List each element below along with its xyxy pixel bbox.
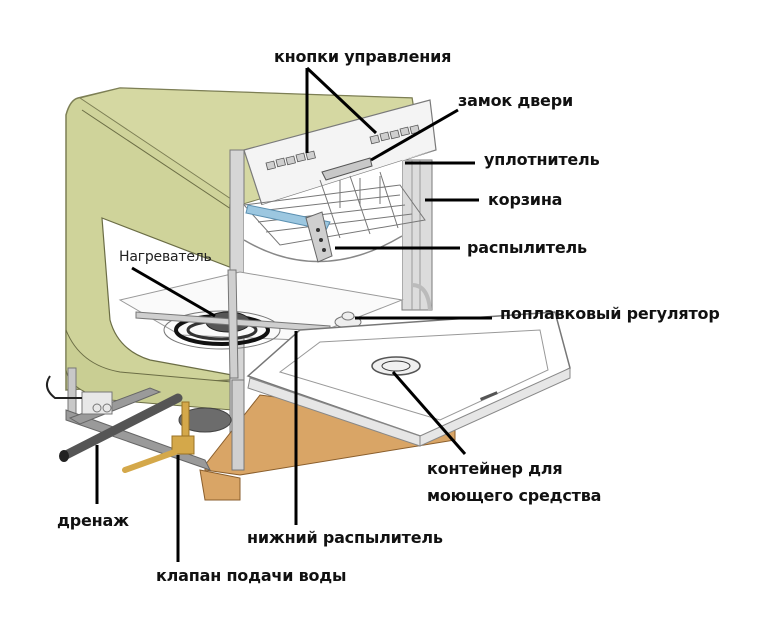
door-lock: [321, 157, 373, 181]
leg-left: [67, 367, 77, 417]
leg-center: [231, 379, 245, 471]
label-basket: корзина: [488, 190, 563, 209]
tub-interior: [244, 150, 436, 300]
buttons-left: [265, 150, 316, 171]
label-float-regulator: поплавковый регулятор: [500, 304, 720, 323]
junction-box: [81, 391, 113, 415]
label-water-valve: клапан подачи воды: [156, 566, 347, 585]
label-door-lock: замок двери: [458, 91, 573, 110]
label-lower-sprayer: нижний распылитель: [247, 528, 443, 547]
door-inner-panel: [278, 329, 549, 421]
lower-sprayer-arm-2: [227, 269, 239, 379]
label-detergent-container-line2: моющего средства: [427, 486, 602, 505]
drain-pipe: [59, 393, 183, 461]
buttons-right: [369, 124, 420, 145]
basket-arc: [243, 235, 403, 263]
label-detergent-container-line1: контейнер для: [427, 459, 563, 478]
pump: [178, 407, 232, 433]
label-drain: дренаж: [57, 511, 129, 530]
leader-lines: [95, 66, 492, 562]
detergent-dispenser: [371, 356, 421, 376]
water-valve: [171, 435, 195, 455]
water-valve-stem: [181, 401, 190, 439]
side-hose: [411, 283, 432, 311]
label-seal: уплотнитель: [484, 150, 600, 169]
label-control-buttons: кнопки управления: [274, 47, 452, 66]
label-heater: Нагреватель: [119, 249, 212, 265]
label-sprayer: распылитель: [467, 238, 587, 257]
water-inlet-pipe: [122, 449, 178, 473]
